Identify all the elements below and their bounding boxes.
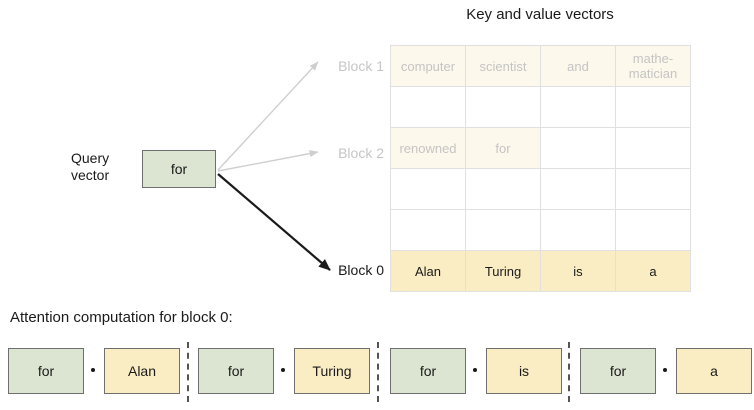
attention-pair: for Turing (198, 348, 370, 396)
table-cell (540, 86, 616, 128)
query-vector-label-line1: Query (71, 150, 110, 166)
table-row (390, 168, 691, 210)
dot-product-operator-icon (663, 368, 667, 372)
table-cell (615, 209, 691, 251)
query-vector-label: Query vector (71, 150, 133, 184)
attention-pair-separator (377, 342, 379, 402)
attention-key-box[interactable]: is (486, 348, 562, 394)
table-row (390, 209, 691, 251)
table-cell[interactable]: Turing (465, 250, 541, 292)
table-row (390, 86, 691, 128)
table-cell (390, 168, 466, 210)
table-cell (540, 209, 616, 251)
dot-product-operator-icon (91, 368, 95, 372)
table-cell (390, 86, 466, 128)
attention-pair: for Alan (8, 348, 180, 396)
table-cell (465, 209, 541, 251)
arrow-to-block-2 (217, 149, 319, 172)
table-cell[interactable]: Alan (390, 250, 466, 292)
table-cell: mathe-matician (615, 45, 691, 87)
attention-query-box[interactable]: for (8, 348, 84, 394)
table-cell: renowned (390, 127, 466, 169)
table-cell (615, 168, 691, 210)
table-cell: scientist (465, 45, 541, 87)
table-cell[interactable]: is (540, 250, 616, 292)
attention-computation-title: Attention computation for block 0: (10, 309, 233, 326)
block-label-0: Block 0 (338, 262, 384, 278)
attention-pair-separator (187, 342, 189, 402)
attention-query-box[interactable]: for (580, 348, 656, 394)
attention-query-box[interactable]: for (198, 348, 274, 394)
dot-product-operator-icon (281, 368, 285, 372)
arrow-to-block-0 (217, 173, 331, 271)
attention-key-box[interactable]: Alan (104, 348, 180, 394)
table-cell[interactable]: a (615, 250, 691, 292)
query-vector-box[interactable]: for (142, 150, 216, 188)
table-cell: computer (390, 45, 466, 87)
table-cell (465, 168, 541, 210)
attention-key-box[interactable]: Turing (294, 348, 370, 394)
attention-query-box[interactable]: for (390, 348, 466, 394)
attention-key-box[interactable]: a (676, 348, 752, 394)
table-cell (540, 168, 616, 210)
table-cell (615, 86, 691, 128)
attention-pair-separator (568, 342, 570, 402)
block-label-1: Block 1 (338, 58, 384, 74)
table-cell: and (540, 45, 616, 87)
table-cell (465, 86, 541, 128)
table-cell (390, 209, 466, 251)
table-cell (615, 127, 691, 169)
query-vector-label-line2: vector (71, 167, 110, 183)
arrow-to-block-1 (217, 61, 319, 171)
dot-product-operator-icon (473, 368, 477, 372)
table-cell (540, 127, 616, 169)
table-cell: for (465, 127, 541, 169)
block-label-2: Block 2 (338, 145, 384, 161)
key-value-vectors-title: Key and value vectors (466, 6, 614, 23)
